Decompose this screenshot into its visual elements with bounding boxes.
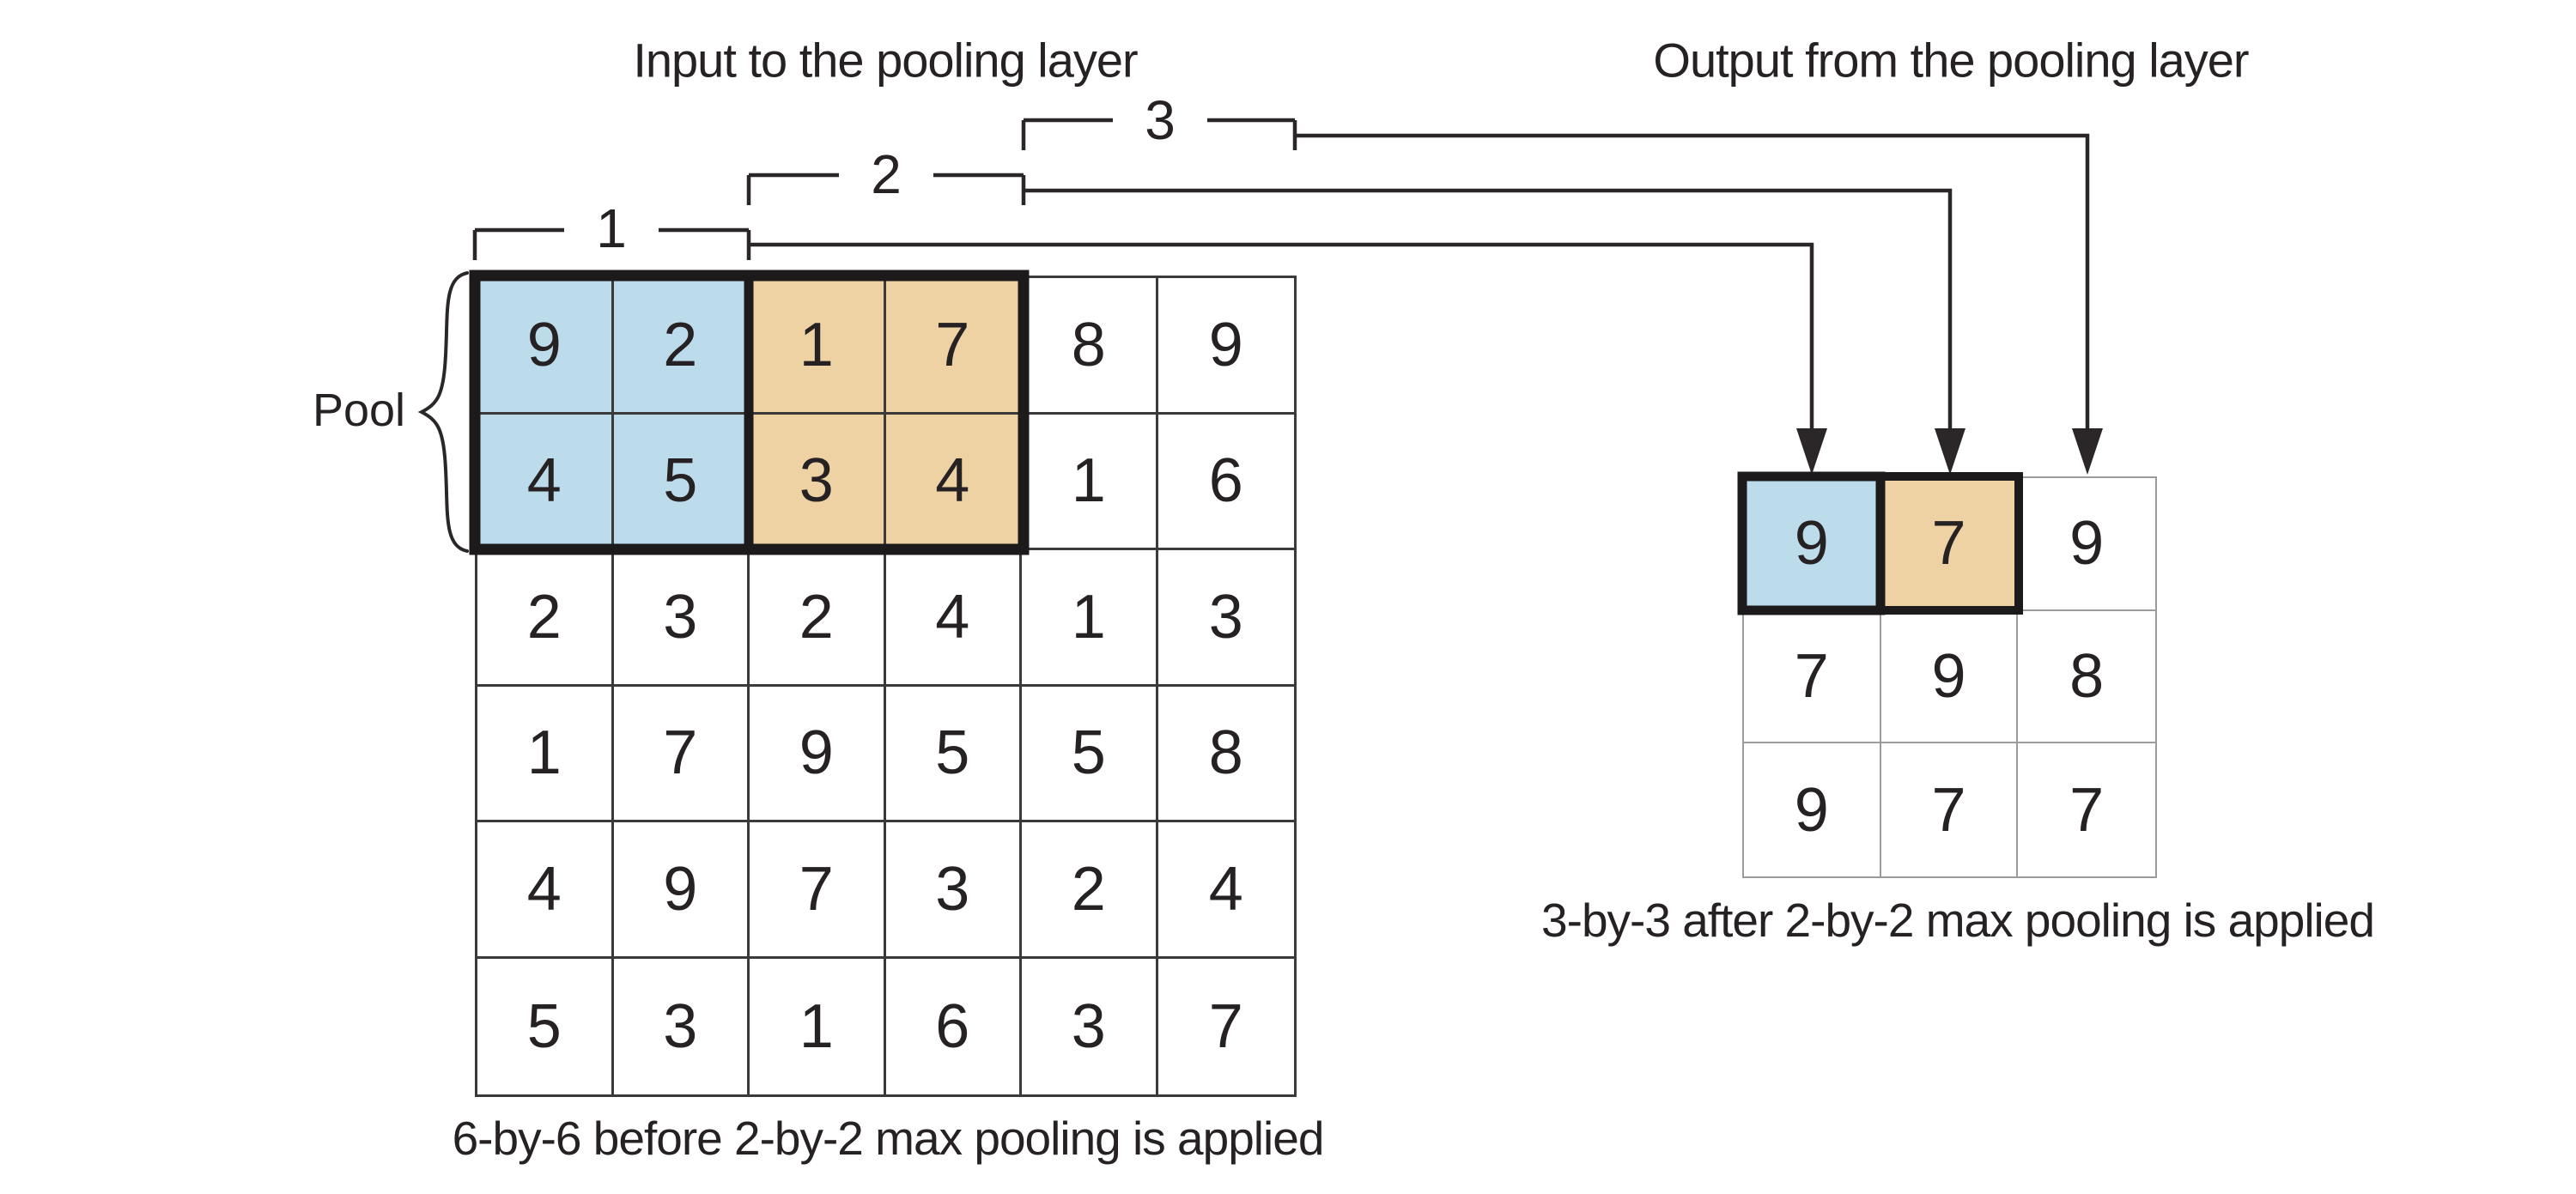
output-grid: 9 7 9 7 9 8 9 7 7 — [1742, 476, 2157, 878]
input-cell: 3 — [1157, 550, 1294, 687]
input-cell: 5 — [613, 414, 750, 550]
output-grid-caption: 3-by-3 after 2-by-2 max pooling is appli… — [1541, 894, 2375, 947]
input-cell: 9 — [613, 822, 750, 959]
input-cell: 1 — [477, 686, 614, 822]
input-cell: 2 — [1022, 822, 1158, 959]
output-cell: 7 — [1880, 478, 2019, 611]
input-cell: 9 — [750, 686, 886, 822]
input-cell: 4 — [477, 822, 614, 959]
input-grid-caption: 6-by-6 before 2-by-2 max pooling is appl… — [452, 1112, 1325, 1165]
input-cell: 9 — [1157, 278, 1294, 415]
input-cell: 7 — [1208, 991, 1243, 1061]
pool-brace — [417, 271, 469, 553]
input-cell: 3 — [614, 958, 750, 1094]
input-cell: 5 — [1022, 686, 1158, 822]
input-cell: 3 — [885, 822, 1022, 959]
output-cell: 9 — [2018, 478, 2155, 611]
input-cell: 6 — [886, 958, 1022, 1094]
pool-label: Pool — [312, 385, 406, 436]
input-cell: 7 — [750, 822, 886, 959]
input-cell: 7 — [885, 278, 1022, 415]
input-cell: 9 — [477, 278, 614, 415]
input-cell: 8 — [1022, 278, 1158, 415]
output-cell: 7 — [1881, 743, 2019, 876]
output-title: Output from the pooling layer — [1653, 33, 2249, 88]
input-cell: 7 — [613, 686, 750, 822]
arrowhead-2 — [1935, 428, 1965, 475]
window-label-1: 1 — [591, 197, 632, 260]
input-cell: 4 — [885, 414, 1022, 550]
output-cell: 9 — [1744, 743, 1881, 876]
input-grid: 9 2 1 7 8 9 4 5 3 4 1 6 2 3 2 4 1 3 1 7 … — [475, 276, 1297, 1097]
input-cell: 1 — [1022, 550, 1158, 687]
input-cell: 2 — [750, 550, 886, 687]
output-cell: 8 — [2018, 611, 2155, 744]
input-cell: 1 — [750, 278, 886, 415]
input-cell: 3 — [750, 414, 886, 550]
input-cell: 2 — [477, 550, 614, 687]
input-cell: 1 — [750, 958, 886, 1094]
input-cell: 2 — [613, 278, 750, 415]
output-cell: 9 — [1880, 610, 2019, 744]
output-cell: 9 — [1744, 478, 1881, 611]
window-label-3: 3 — [1139, 88, 1181, 152]
input-cell: 4 — [1157, 822, 1294, 959]
output-cell: 7 — [1744, 610, 1881, 744]
input-cell: 8 — [1157, 687, 1294, 822]
output-cell: 7 — [2069, 775, 2105, 845]
input-cell: 6 — [1157, 415, 1294, 550]
input-cell: 3 — [1022, 958, 1158, 1094]
connector-line-3 — [1295, 133, 2090, 432]
input-cell: 3 — [613, 550, 750, 687]
input-cell: 5 — [885, 686, 1022, 822]
input-cell: 4 — [885, 550, 1022, 687]
input-title: Input to the pooling layer — [633, 33, 1138, 88]
arrowhead-1 — [1796, 428, 1827, 475]
arrowhead-3 — [2072, 428, 2103, 475]
window-label-2: 2 — [866, 142, 907, 206]
input-cell: 4 — [477, 414, 614, 550]
input-cell: 5 — [477, 958, 614, 1094]
input-cell: 1 — [1022, 414, 1158, 550]
